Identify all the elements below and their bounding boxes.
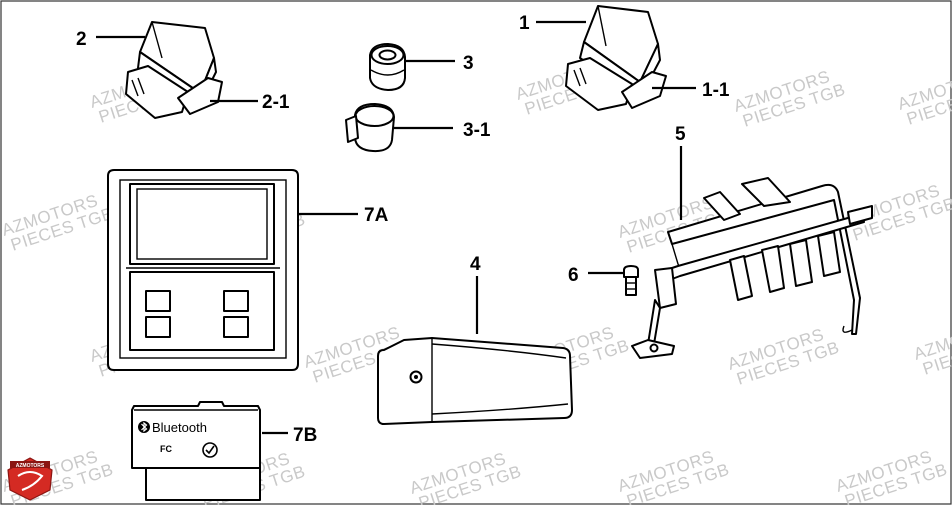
callout-5: 5 — [675, 124, 686, 145]
callout-2: 2 — [76, 29, 87, 50]
callout-1: 1 — [519, 13, 530, 34]
callout-2-1: 2-1 — [262, 92, 290, 113]
bluetooth-icon — [138, 421, 150, 433]
part-3-grommet[interactable] — [369, 43, 406, 91]
part-1-relay[interactable] — [565, 5, 667, 111]
callout-4: 4 — [470, 254, 481, 275]
certification-mark-icon — [202, 442, 218, 458]
part-4-cover[interactable] — [377, 337, 573, 425]
part-3-1-clip[interactable] — [345, 103, 395, 153]
bluetooth-label: Bluetooth — [152, 420, 207, 435]
part-7a-control-unit[interactable] — [107, 169, 299, 371]
part-7b-bluetooth-module[interactable]: Bluetooth FC — [131, 401, 261, 501]
azmotors-logo: AZMOTORS — [7, 457, 53, 501]
callout-3-1: 3-1 — [463, 120, 491, 141]
callout-6: 6 — [568, 265, 579, 286]
callout-1-1: 1-1 — [702, 80, 730, 101]
fc-mark: FC — [160, 444, 172, 454]
callout-7b: 7B — [293, 425, 317, 446]
part-2-relay[interactable] — [125, 21, 223, 119]
logo-text: AZMOTORS — [16, 463, 45, 469]
callout-7a: 7A — [364, 205, 389, 226]
callout-3: 3 — [463, 53, 474, 74]
part-5-bracket[interactable] — [631, 177, 873, 359]
part-6-bolt[interactable] — [623, 265, 639, 296]
